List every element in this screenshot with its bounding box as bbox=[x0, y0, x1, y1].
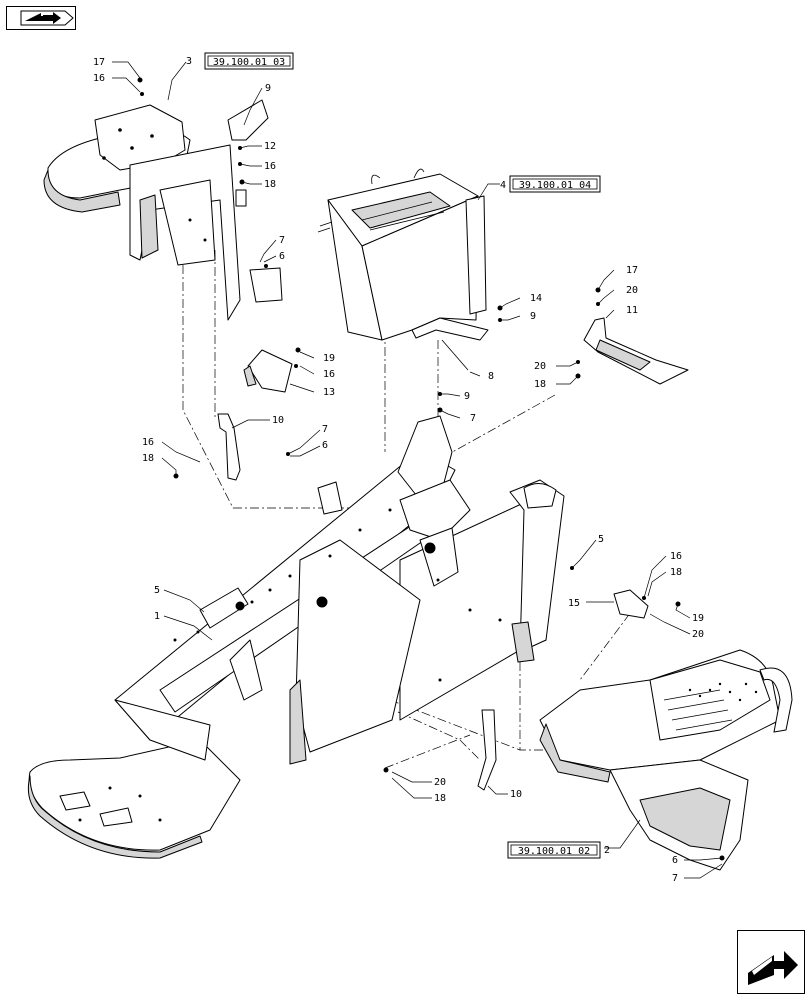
reference-label: 39.100.01 04 bbox=[519, 180, 591, 191]
callout-19: 19 bbox=[323, 353, 335, 364]
back-arrow-icon bbox=[20, 10, 74, 26]
callout-7: 7 bbox=[322, 424, 328, 435]
callout-13: 13 bbox=[323, 387, 335, 398]
strap-part-10-upper bbox=[217, 413, 241, 481]
callout-7: 7 bbox=[279, 235, 285, 246]
back-nav-button[interactable] bbox=[6, 6, 76, 30]
callout-16: 16 bbox=[142, 437, 154, 448]
callout-11: 11 bbox=[626, 305, 638, 316]
next-arrow-icon bbox=[748, 951, 798, 985]
callout-5: 5 bbox=[154, 585, 160, 596]
assembly-lines bbox=[182, 180, 700, 769]
main-frame-assembly bbox=[27, 415, 565, 859]
reference-box-bottom[interactable]: 39.100.01 02 bbox=[507, 841, 601, 859]
callout-16: 16 bbox=[264, 161, 276, 172]
callout-1: 1 bbox=[154, 611, 160, 622]
callout-10: 10 bbox=[272, 415, 284, 426]
callout-20: 20 bbox=[626, 285, 638, 296]
reference-box-top[interactable]: 39.100.01 03 bbox=[204, 52, 294, 70]
reference-box-mid[interactable]: 39.100.01 04 bbox=[509, 175, 601, 193]
callout-16: 16 bbox=[93, 73, 105, 84]
callout-18: 18 bbox=[670, 567, 682, 578]
callout-4: 4 bbox=[500, 180, 506, 191]
callout-15: 15 bbox=[568, 598, 580, 609]
callout-18: 18 bbox=[434, 793, 446, 804]
callout-numbers: 17 16 3 9 12 16 18 7 6 4 17 20 11 14 9 1… bbox=[93, 56, 704, 884]
left-fender-assembly bbox=[43, 99, 283, 321]
callout-16: 16 bbox=[323, 369, 335, 380]
callout-18: 18 bbox=[142, 453, 154, 464]
callout-2: 2 bbox=[604, 845, 610, 856]
callout-6: 6 bbox=[279, 251, 285, 262]
callout-20: 20 bbox=[534, 361, 546, 372]
bracket-part-13 bbox=[243, 349, 293, 393]
bracket-part-11 bbox=[583, 317, 689, 385]
right-fender-assembly bbox=[539, 649, 793, 871]
callout-9: 9 bbox=[530, 311, 536, 322]
bracket-part-15 bbox=[613, 589, 649, 619]
callout-12: 12 bbox=[264, 141, 276, 152]
leader-lines bbox=[112, 61, 723, 879]
callout-5: 5 bbox=[598, 534, 604, 545]
callout-3: 3 bbox=[186, 56, 192, 67]
callout-9: 9 bbox=[464, 391, 470, 402]
callout-14: 14 bbox=[530, 293, 542, 304]
reference-label: 39.100.01 02 bbox=[518, 846, 590, 857]
callout-18: 18 bbox=[264, 179, 276, 190]
callout-17: 17 bbox=[93, 57, 105, 68]
callout-6: 6 bbox=[322, 440, 328, 451]
callout-20: 20 bbox=[434, 777, 446, 788]
callout-6: 6 bbox=[672, 855, 678, 866]
center-tank-assembly bbox=[317, 168, 489, 371]
callout-9: 9 bbox=[265, 83, 271, 94]
callout-18: 18 bbox=[534, 379, 546, 390]
callout-17: 17 bbox=[626, 265, 638, 276]
callout-7: 7 bbox=[470, 413, 476, 424]
callout-20: 20 bbox=[692, 629, 704, 640]
callout-8: 8 bbox=[488, 371, 494, 382]
callout-19: 19 bbox=[692, 613, 704, 624]
strap-part-10-lower bbox=[477, 709, 497, 791]
callout-7: 7 bbox=[672, 873, 678, 884]
next-nav-button[interactable] bbox=[737, 930, 805, 994]
reference-label: 39.100.01 03 bbox=[213, 57, 285, 68]
callout-16: 16 bbox=[670, 551, 682, 562]
callout-10: 10 bbox=[510, 789, 522, 800]
